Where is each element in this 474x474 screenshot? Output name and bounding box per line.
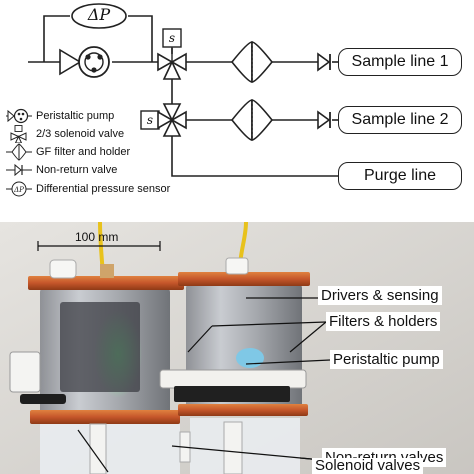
legend-item-solenoid-valve: 2/3 solenoid valve (6, 125, 124, 143)
non-return-valve-1-icon (317, 52, 331, 72)
solenoid-valve-icon (10, 125, 27, 143)
solenoid-1-symbol: s (168, 31, 176, 45)
non-return-valve-icon (6, 163, 32, 177)
pressure-sensor-icon: ΔP (6, 181, 32, 197)
purge-line-box: Purge line (338, 162, 462, 190)
legend-item-non-return-valve: Non-return valve (6, 161, 117, 179)
device-photo (0, 222, 474, 474)
sample-line-1-label: Sample line 1 (351, 53, 449, 70)
purge-line-label: Purge line (363, 167, 437, 184)
filter-holder-1-icon (230, 41, 274, 83)
callout-solenoid-valves-visible: Solenoid valves (312, 458, 424, 474)
sample-line-2-box: Sample line 2 (338, 106, 462, 134)
peristaltic-pump-icon (59, 46, 110, 78)
legend-label: GF filter and holder (36, 146, 131, 158)
legend-item-filter-holder: GF filter and holder (6, 143, 130, 161)
legend-item-pressure-sensor: ΔP Differential pressure sensor (6, 180, 170, 198)
callout-filters-holders: Filters & holders (326, 312, 441, 331)
filter-holder-2-icon (230, 99, 274, 141)
legend-label: Peristaltic pump (36, 110, 115, 122)
scale-bar-label: 100 mm (75, 230, 119, 244)
sample-line-2-label: Sample line 2 (351, 111, 449, 128)
svg-text:ΔP: ΔP (13, 186, 24, 194)
solenoid-valve-2-icon (140, 103, 187, 137)
legend-label: Differential pressure sensor (36, 183, 171, 195)
solenoid-valve-1-icon (157, 28, 187, 80)
legend-label: 2/3 solenoid valve (36, 128, 125, 140)
dp-label: ΔP (87, 5, 111, 24)
callout-drivers-sensing: Drivers & sensing (318, 286, 442, 305)
filter-holder-icon (6, 143, 32, 161)
peristaltic-pump-icon (6, 108, 32, 124)
differential-pressure-sensor-icon (71, 3, 127, 29)
non-return-valve-2-icon (317, 110, 331, 130)
callout-peristaltic-pump: Peristaltic pump (330, 350, 443, 369)
solenoid-2-symbol: s (146, 113, 154, 127)
sample-line-1-box: Sample line 1 (338, 48, 462, 76)
legend-label: Non-return valve (36, 164, 118, 176)
legend-item-peristaltic-pump: Peristaltic pump (6, 107, 114, 125)
